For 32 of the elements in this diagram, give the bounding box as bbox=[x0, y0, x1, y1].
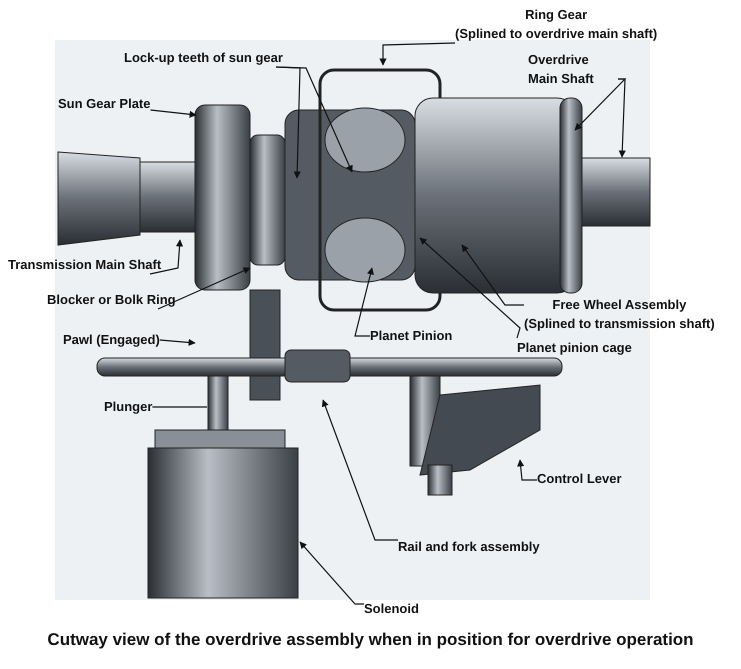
part-label: Blocker or Bolk Ring bbox=[47, 291, 176, 309]
leader-line bbox=[300, 541, 364, 605]
part-label: Control Lever bbox=[537, 470, 622, 488]
part-label: Planet pinion cage bbox=[517, 339, 632, 357]
figure-caption: Cutway view of the overdrive assembly when in position for overdrive operation bbox=[46, 630, 695, 650]
part-label: Lock-up teeth of sun gear bbox=[124, 49, 283, 67]
part-label: Overdrive Main Shaft bbox=[528, 51, 595, 88]
leader-line bbox=[276, 66, 353, 173]
part-label: Solenoid bbox=[364, 600, 419, 618]
leader-line bbox=[517, 459, 537, 481]
leader-line bbox=[379, 42, 456, 66]
leader-line bbox=[618, 78, 626, 158]
leader-line bbox=[158, 267, 251, 310]
part-label: (Splined to transmission shaft) bbox=[524, 315, 715, 333]
part-label: Plunger bbox=[104, 398, 152, 416]
part-label: Ring Gear bbox=[524, 6, 588, 24]
leader-line bbox=[462, 244, 524, 306]
leader-line bbox=[152, 406, 207, 408]
leader-line bbox=[419, 238, 521, 338]
part-label: Sun Gear Plate bbox=[58, 95, 150, 113]
leader-line bbox=[160, 338, 196, 346]
leader-line bbox=[354, 267, 374, 337]
part-label: Rail and fork assembly bbox=[398, 538, 540, 556]
part-label: Pawl (Engaged) bbox=[63, 331, 160, 349]
part-label: Free Wheel Assembly bbox=[551, 296, 688, 314]
leader-line bbox=[322, 399, 398, 541]
part-label: Planet Pinion bbox=[370, 327, 452, 345]
leader-line bbox=[574, 78, 626, 131]
leader-line bbox=[150, 239, 184, 275]
leader-line bbox=[150, 109, 197, 118]
part-label: (Splined to overdrive main shaft) bbox=[455, 25, 658, 43]
part-label: Transmission Main Shaft bbox=[8, 256, 162, 274]
